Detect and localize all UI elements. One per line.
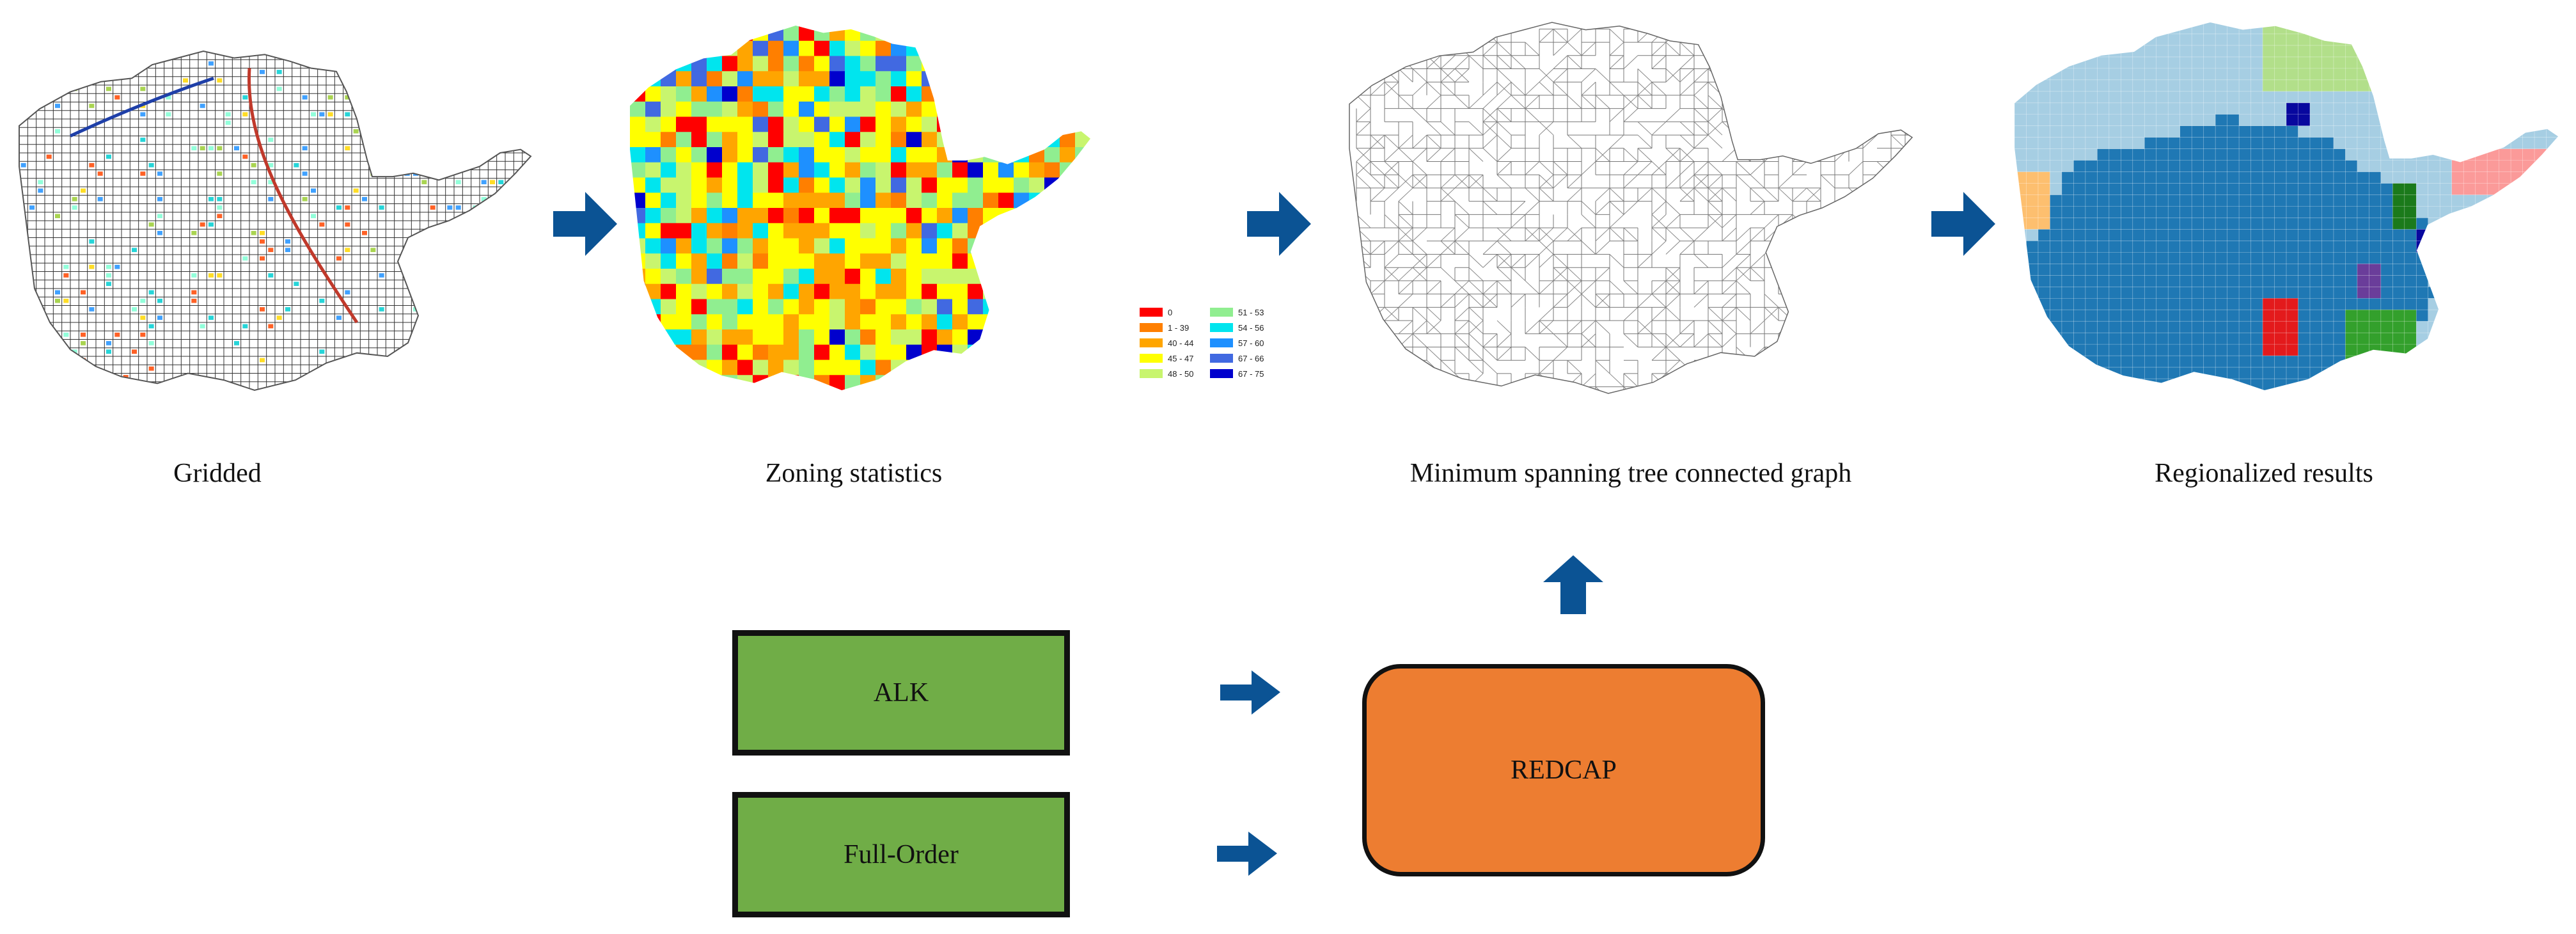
legend-swatch [1210, 369, 1233, 378]
legend-label: 67 - 66 [1238, 354, 1264, 363]
legend-swatch [1210, 338, 1233, 347]
legend-swatch [1210, 354, 1233, 363]
legend-swatch [1210, 308, 1233, 317]
caption-regionalized-results: Regionalized results [2155, 459, 2373, 488]
legend-label: 45 - 47 [1168, 354, 1193, 363]
legend-label: 67 - 75 [1238, 369, 1264, 379]
mst-graph-map [1349, 22, 1913, 394]
arrow-right-icon [1217, 832, 1277, 876]
caption-zoning-statistics: Zoning statistics [765, 459, 943, 488]
legend-label: 40 - 44 [1168, 338, 1193, 348]
legend-swatch [1140, 323, 1163, 332]
legend-swatch [1140, 338, 1163, 347]
legend-label: 51 - 53 [1238, 308, 1264, 317]
legend-swatch [1210, 323, 1233, 332]
legend-label: 0 [1168, 308, 1172, 317]
legend-label: 1 - 39 [1168, 323, 1189, 333]
legend-swatch [1140, 369, 1163, 378]
full-order-method-box: Full-Order [732, 792, 1070, 917]
caption-gridded: Gridded [173, 459, 262, 488]
legend-swatch [1140, 308, 1163, 317]
zoning-legend: 0 1 - 39 40 - 44 45 - 47 48 - 50 51 - 53 54 - … [1140, 308, 1264, 379]
legend-label: 57 - 60 [1238, 338, 1264, 348]
legend-label: 48 - 50 [1168, 369, 1193, 379]
arrow-right-icon [1220, 670, 1280, 715]
redcap-box: REDCAP [1362, 664, 1765, 876]
arrow-right-icon [553, 192, 617, 256]
legend-label: 54 - 56 [1238, 323, 1264, 333]
legend-swatch [1140, 354, 1163, 363]
gridded-map [19, 50, 532, 392]
arrow-right-icon [1931, 192, 1995, 256]
arrow-right-icon [1247, 192, 1311, 256]
alk-method-box: ALK [732, 630, 1070, 756]
arrow-up-icon [1543, 555, 1603, 614]
zoning-statistics-map [630, 26, 1090, 390]
regionalized-results-map [2014, 22, 2558, 390]
caption-mst-graph: Minimum spanning tree connected graph [1410, 459, 1852, 488]
